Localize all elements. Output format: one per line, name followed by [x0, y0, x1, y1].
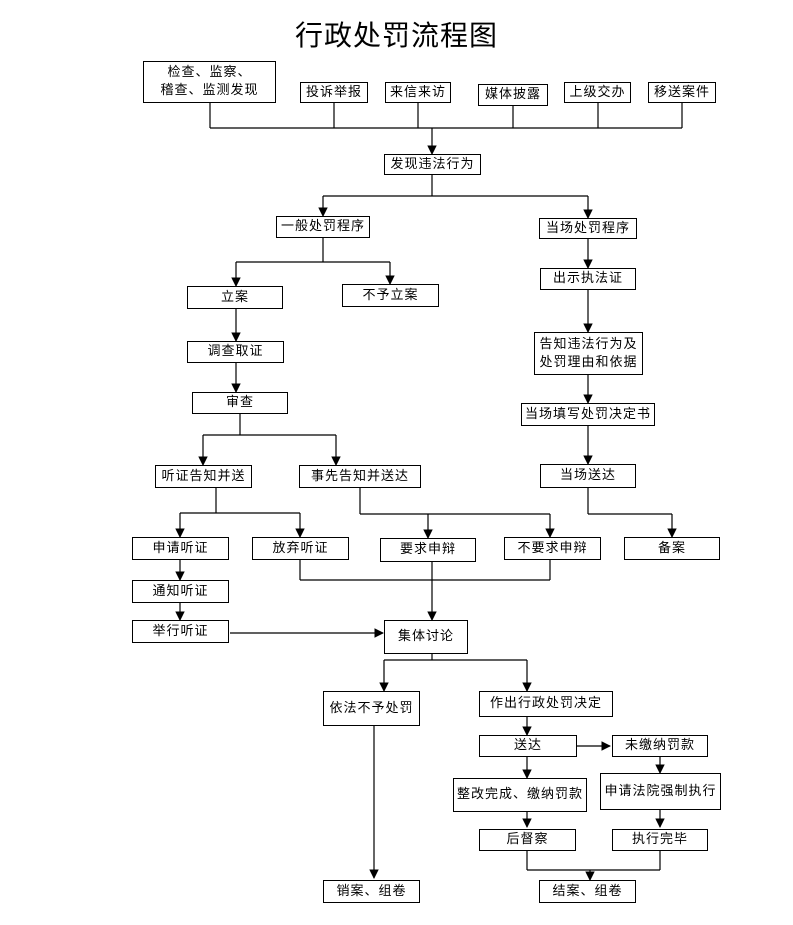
- node-done: 执行完毕: [612, 829, 708, 851]
- node-discussion: 集体讨论: [384, 620, 468, 654]
- node-supervise: 后督察: [479, 829, 576, 851]
- node-media: 媒体披露: [478, 84, 548, 106]
- node-waive-hearing: 放弃听证: [252, 537, 349, 560]
- node-investigate: 调查取证: [187, 341, 284, 363]
- node-apply-hearing: 申请听证: [132, 537, 229, 560]
- node-discover: 发现违法行为: [384, 154, 481, 175]
- node-onsite-deliver: 当场送达: [540, 464, 636, 488]
- node-hold-hearing: 举行听证: [132, 620, 229, 643]
- node-cancel-archive: 销案、组卷: [323, 880, 420, 903]
- node-onsite: 当场处罚程序: [539, 218, 637, 239]
- node-letters: 来信来访: [385, 82, 451, 103]
- node-complaint: 投诉举报: [300, 82, 368, 103]
- node-notify-hearing: 通知听证: [132, 580, 229, 603]
- node-transfer: 移送案件: [648, 82, 716, 103]
- node-enforce: 申请法院强制执行: [600, 773, 721, 810]
- node-fill-decision: 当场填写处罚决定书: [521, 403, 655, 426]
- node-make-decision: 作出行政处罚决定: [479, 691, 613, 717]
- node-hearing-notice: 听证告知并送: [155, 465, 252, 488]
- node-rectify: 整改完成、缴纳罚款: [453, 778, 587, 812]
- node-superior: 上级交办: [564, 82, 631, 103]
- node-review: 审查: [192, 392, 288, 414]
- node-no-penalty: 依法不予处罚: [323, 691, 420, 726]
- node-inform-reason: 告知违法行为及 处罚理由和依据: [534, 332, 643, 375]
- page-title: 行政处罚流程图: [294, 19, 498, 52]
- node-no-case: 不予立案: [342, 284, 439, 307]
- node-general: 一般处罚程序: [276, 216, 370, 238]
- node-no-defend: 不要求申辩: [504, 537, 601, 560]
- node-show-id: 出示执法证: [540, 268, 636, 290]
- node-record: 备案: [624, 537, 720, 560]
- node-deliver: 送达: [479, 735, 577, 757]
- node-prior-notice: 事先告知并送达: [299, 465, 421, 488]
- node-close-archive: 结案、组卷: [539, 880, 636, 903]
- node-defend: 要求申辩: [380, 538, 476, 562]
- node-inspect: 检查、监察、 稽查、监测发现: [143, 61, 276, 103]
- node-file-case: 立案: [187, 286, 283, 309]
- node-unpaid: 未缴纳罚款: [612, 735, 708, 757]
